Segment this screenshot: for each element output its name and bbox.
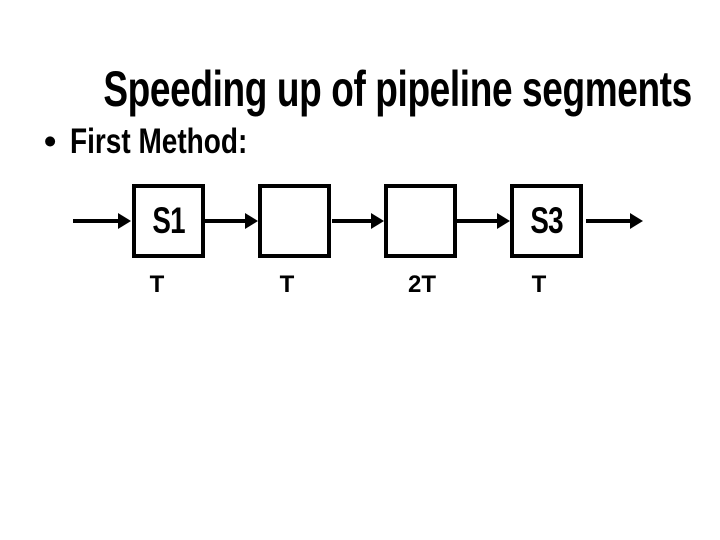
stage-box-3 [384, 184, 457, 258]
arrowhead-icon [630, 213, 643, 229]
page-title-text: Speeding up of pipeline segments [103, 61, 692, 118]
bullet-icon: • [44, 122, 57, 161]
arrowhead-icon [118, 213, 131, 229]
stage-box-2 [258, 184, 331, 258]
flow-arrow-1 [205, 213, 258, 229]
bullet-text: First Method: [70, 122, 248, 161]
arrowhead-icon [245, 213, 258, 229]
arrowhead-icon [371, 213, 384, 229]
arrowhead-icon [497, 213, 510, 229]
arrow-shaft [457, 219, 499, 223]
arrow-shaft [586, 219, 632, 223]
stage-delay-label: T [279, 271, 295, 298]
page-title: Speeding up of pipeline segments [0, 57, 720, 121]
flow-arrow-3 [457, 213, 510, 229]
flow-arrow-input [73, 213, 131, 229]
stage-box-s1: S1 [132, 184, 205, 258]
flow-arrow-output [586, 213, 643, 229]
arrow-shaft [332, 219, 373, 223]
stage-box-s3: S3 [510, 184, 583, 258]
stage-box-label: S3 [530, 200, 563, 241]
arrow-shaft [205, 219, 247, 223]
stage-delay-label: T [149, 271, 165, 298]
stage-box-label: S1 [152, 200, 185, 241]
stage-delay-label: T [531, 271, 547, 298]
arrow-shaft [73, 219, 120, 223]
stage-delay-label: 2T [407, 271, 436, 298]
flow-arrow-2 [332, 213, 384, 229]
